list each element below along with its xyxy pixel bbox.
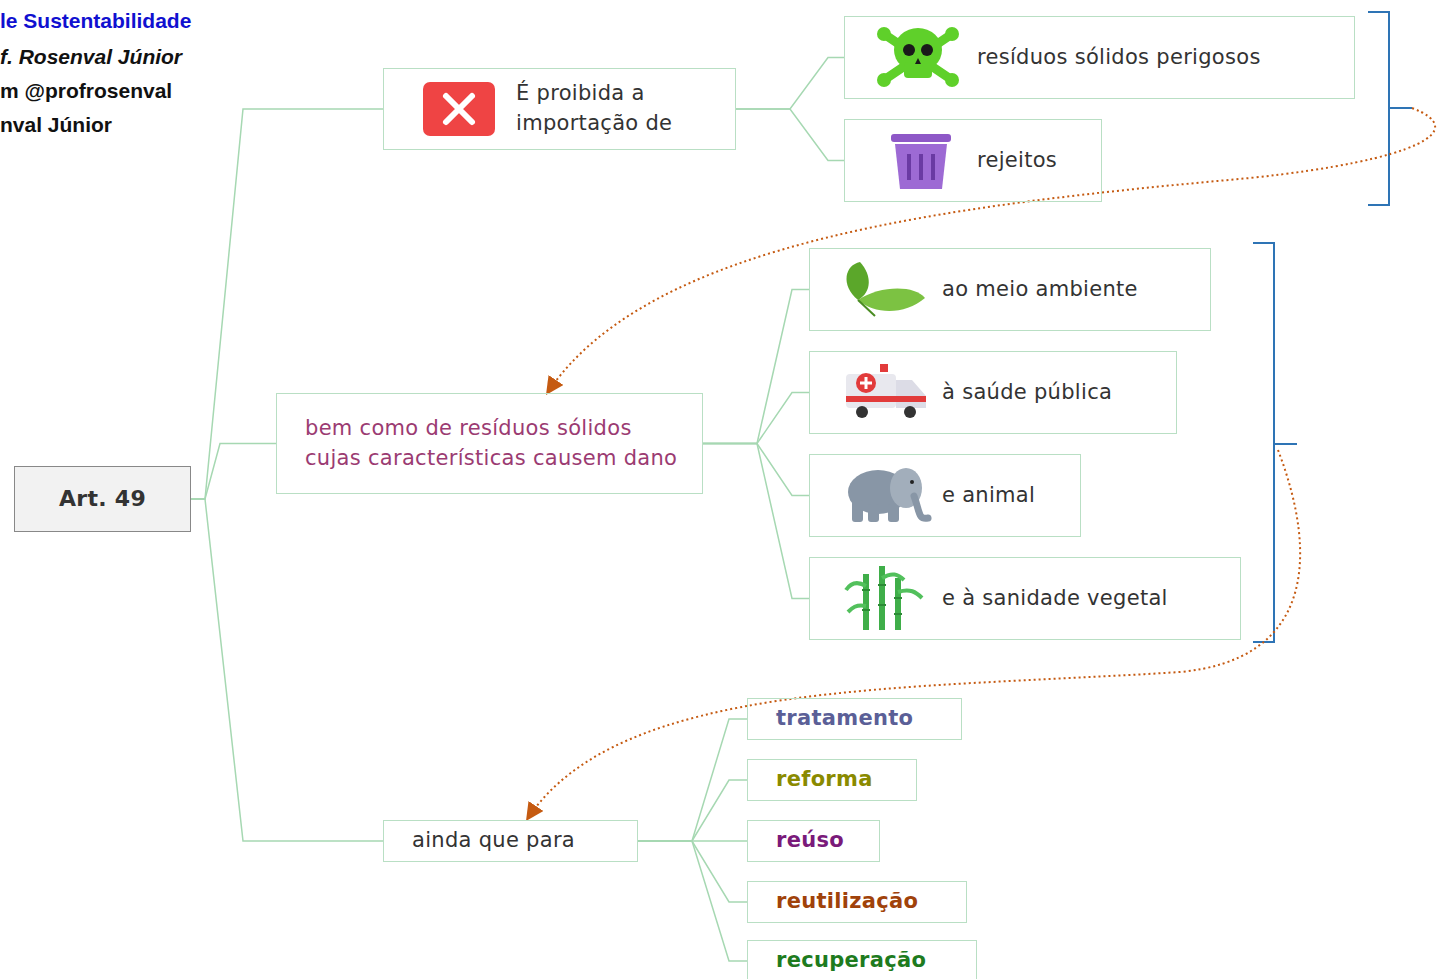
node-text: e à sanidade vegetal — [942, 584, 1168, 614]
node-text: bem como de resíduos sólidos cujas carac… — [305, 414, 682, 474]
dotted-arrow — [548, 108, 1435, 392]
article-box: Art. 49 — [14, 466, 191, 532]
node-text: ao meio ambiente — [942, 275, 1138, 305]
node-text: e animal — [942, 481, 1035, 511]
hazard-box: resíduos sólidos perigosos — [844, 16, 1355, 99]
node-text: É proibida a importação de — [516, 79, 716, 139]
purpose-item: reforma — [747, 759, 917, 801]
header-label: m @profrosenval — [0, 79, 172, 103]
bamboo-icon — [846, 566, 922, 630]
node-text: à saúde pública — [942, 378, 1112, 408]
target-box: e à sanidade vegetal — [809, 557, 1241, 640]
purpose-item: reúso — [747, 820, 880, 862]
node-text: rejeitos — [977, 146, 1057, 176]
branch-line — [191, 499, 383, 841]
branch-line — [638, 841, 747, 961]
waste-box: rejeitos — [844, 119, 1102, 202]
target-box: ao meio ambiente — [809, 248, 1211, 331]
purpose-item: tratamento — [747, 698, 962, 740]
node-text: tratamento — [776, 704, 913, 734]
branch-line — [638, 841, 747, 902]
node-text: recuperação — [776, 946, 926, 976]
leaf-icon — [846, 262, 925, 316]
branch-line — [736, 58, 844, 110]
node-text: reutilização — [776, 887, 918, 917]
node-text: ainda que para — [412, 826, 575, 856]
branch-line — [638, 719, 747, 841]
target-box: à saúde pública — [809, 351, 1177, 434]
target-box: e animal — [809, 454, 1081, 537]
node-text: Art. 49 — [59, 483, 146, 514]
purpose-item: recuperação — [747, 940, 977, 979]
purpose-box: ainda que para — [383, 820, 638, 862]
branch-line — [703, 290, 809, 444]
ambulance-icon — [846, 364, 926, 418]
branch-line — [703, 444, 809, 599]
branch-line — [191, 109, 383, 499]
branch-line — [638, 780, 747, 841]
node-text: reforma — [776, 765, 873, 795]
elephant-icon — [848, 468, 928, 522]
prohibition-box: É proibida a importação de — [383, 68, 736, 150]
dotted-arrow — [528, 450, 1300, 818]
branch-line — [736, 109, 844, 161]
node-text: resíduos sólidos perigosos — [977, 43, 1261, 73]
skull-icon — [877, 27, 959, 87]
header-label: le Sustentabilidade — [0, 9, 191, 33]
node-text: reúso — [776, 826, 844, 856]
prohibited-icon — [423, 82, 495, 136]
bracket — [1253, 243, 1297, 642]
branch-line — [703, 393, 809, 444]
branch-line — [703, 444, 809, 496]
header-label: f. Rosenval Júnior — [0, 45, 182, 69]
trash-icon — [891, 134, 951, 189]
bracket — [1368, 12, 1412, 205]
purpose-item: reutilização — [747, 881, 967, 923]
header-label: nval Júnior — [0, 113, 112, 137]
damage-box: bem como de resíduos sólidos cujas carac… — [276, 393, 703, 494]
branch-line — [191, 444, 276, 500]
